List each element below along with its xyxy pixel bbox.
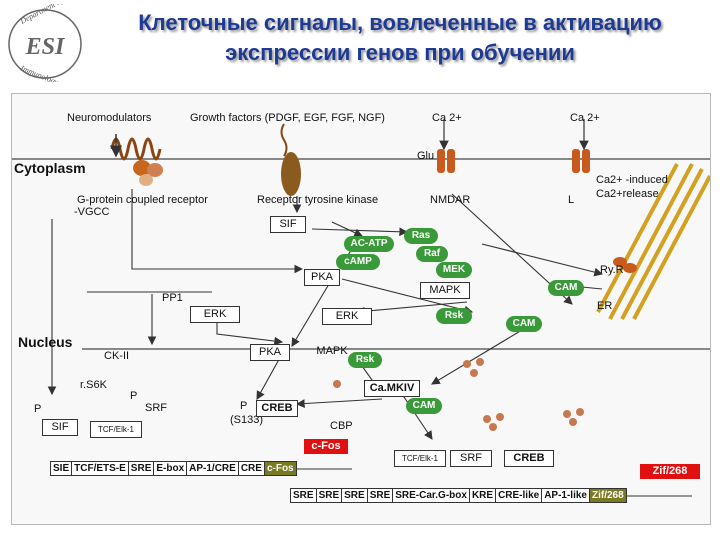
promoter-element: AP-1-like xyxy=(542,489,590,502)
promoter-element: SRE xyxy=(129,462,155,475)
ca-induced-label: Ca2+ -induced xyxy=(596,174,668,186)
promoter-element: SRE xyxy=(317,489,343,502)
mek-node: MEK xyxy=(436,262,472,278)
sif-cyto-box: SIF xyxy=(270,216,306,233)
erk-box-2: ERK xyxy=(322,308,372,325)
camkiv-box: Ca.MKIV xyxy=(364,380,420,397)
srf-box-2: SRF xyxy=(450,450,492,467)
ca-left-label: Ca 2+ xyxy=(432,112,462,124)
logo-bottom-text: Immunology xyxy=(18,63,60,82)
zif268-protein-box: Zif/268 xyxy=(640,464,700,479)
ryr-channel-icon xyxy=(613,257,637,273)
cam-node-2: CAM xyxy=(506,316,542,332)
rsk-node-1: Rsk xyxy=(436,308,472,324)
nmdar-channel-icon xyxy=(437,149,455,173)
logo-center-text: ESI xyxy=(25,34,66,60)
gpcr-receptor-icon xyxy=(110,137,162,161)
rtk-label: Receptor tyrosine kinase xyxy=(257,194,379,206)
promoter-element: SRE xyxy=(342,489,368,502)
logo-top-text: Department of xyxy=(18,4,66,26)
vgcc-label: -VGCC xyxy=(74,206,110,218)
erk-box-1: ERK xyxy=(190,306,240,323)
er-stripes-icon xyxy=(596,163,710,320)
creb-s133-label: (S133) xyxy=(230,414,264,426)
pp1-label: PP1 xyxy=(162,292,183,304)
ck2-label: CK-II xyxy=(104,350,130,362)
logo-ring xyxy=(8,9,82,79)
cam-node-1: CAM xyxy=(548,280,584,296)
p-label-3: P xyxy=(240,400,248,412)
signaling-diagram: Neuromodulators Growth factors (PDGF, EG… xyxy=(11,93,711,525)
promoter-element: SIE xyxy=(51,462,73,475)
cam-node-3: CAM xyxy=(406,398,442,414)
pka-cyto-box: PKA xyxy=(304,269,340,286)
er-label: ER xyxy=(597,300,613,312)
srf-nucleus-label: SRF xyxy=(145,402,167,414)
rtk-receptor-icon xyxy=(281,152,301,196)
growth-factors-label: Growth factors (PDGF, EGF, FGF, NGF) xyxy=(190,112,385,124)
promoter-element: CRE xyxy=(239,462,265,475)
tcf-box-2: TCF/Elk-1 xyxy=(394,450,446,467)
nmdar-label: NMDAR xyxy=(430,194,471,206)
promoter-element: E-box xyxy=(154,462,188,475)
mapk-nucleus-box: MAPK xyxy=(316,345,348,357)
promoter-element: c-Fos xyxy=(264,462,296,475)
ca-release-label: Ca2+release xyxy=(596,188,659,200)
cbp-label: CBP xyxy=(330,420,353,432)
promoter-element: SRE xyxy=(291,489,317,502)
promoter-element: SRE-Car.G-box xyxy=(393,489,470,502)
pka-nucleus-box: PKA xyxy=(250,344,290,361)
creb-box-2: CREB xyxy=(504,450,554,467)
glu-label: Glu xyxy=(417,150,435,162)
p-label-1: P xyxy=(130,390,138,402)
g-protein-icon xyxy=(133,160,163,186)
cytoplasm-label: Cytoplasm xyxy=(14,160,86,176)
gpcr-label: G-protein coupled receptor xyxy=(77,194,208,206)
promoter-element: TCF/ETS-E xyxy=(72,462,129,475)
slide-title: Клеточные сигналы, вовлеченные в активац… xyxy=(138,10,662,65)
cfos-protein-box: c-Fos xyxy=(304,439,348,454)
l-channel-label: L xyxy=(568,194,575,206)
promoter-element: SRE xyxy=(368,489,394,502)
ca-right-label: Ca 2+ xyxy=(570,112,600,124)
p-label-2: P xyxy=(34,403,42,415)
camp-node: cAMP xyxy=(336,254,380,270)
ras-node: Ras xyxy=(404,228,438,244)
promoter-element: Zif/268 xyxy=(589,489,626,502)
sif-nucleus-box: SIF xyxy=(42,419,78,436)
neuromodulators-label: Neuromodulators xyxy=(67,112,152,124)
ac-atp-node: AC-ATP xyxy=(344,236,394,252)
rsk-node-2: Rsk xyxy=(348,352,382,368)
nucleus-label: Nucleus xyxy=(18,334,73,350)
promoter-element: AP-1/CRE xyxy=(187,462,239,475)
ca-ions xyxy=(333,358,584,431)
rs6k-label: r.S6K xyxy=(80,379,107,391)
promoter-element: KRE xyxy=(470,489,497,502)
promoter-element: CRE-like xyxy=(496,489,543,502)
raf-node: Raf xyxy=(416,246,448,262)
l-channel-icon xyxy=(572,149,590,173)
creb-p-box: CREB xyxy=(256,400,298,417)
rtk-stalk-icon xyxy=(280,123,288,157)
department-logo: Department of ESI Immunology xyxy=(8,4,82,82)
ryr-label: Ry.R xyxy=(600,264,624,276)
tcf-box-1: TCF/Elk-1 xyxy=(90,421,142,438)
mapk-cyto-box: MAPK xyxy=(420,282,470,299)
